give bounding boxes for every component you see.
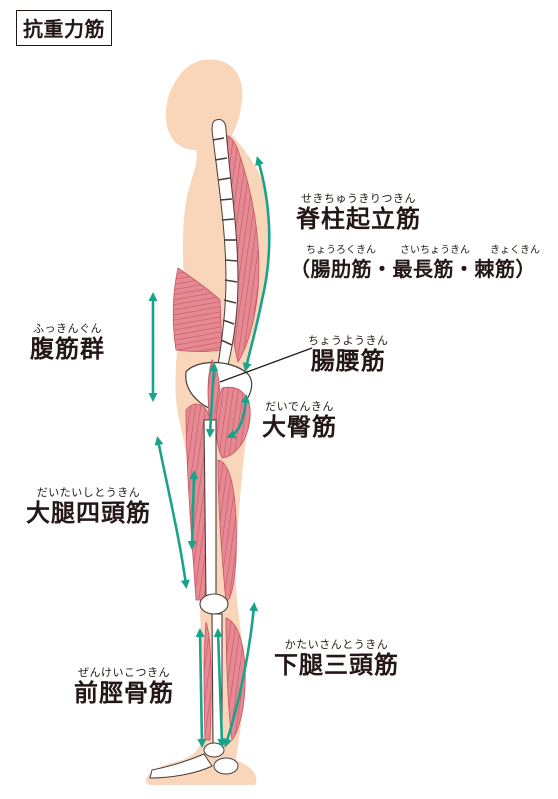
label-quadriceps: だいたいしとうきん 大腿四頭筋 [26,486,151,527]
ruby-iliopsoas: ちょうようきん [308,334,389,347]
label-iliopsoas: ちょうようきん 腸腰筋 [308,334,389,375]
arrow-gluteus [226,394,250,439]
ruby-row-subgroups: ちょうろくきん さいちょうきん きょくきん [290,244,540,257]
label-erector-subgroups: ちょうろくきん さいちょうきん きょくきん （腸肋筋・最長筋・棘筋） [290,244,540,281]
ruby-gluteus: だいでんきん [265,400,334,413]
name-gluteus: 大臀筋 [262,413,337,441]
name-abdominal: 腹筋群 [30,335,105,363]
gluteus-maximus-muscle [215,386,251,459]
ruby-quadriceps: だいたいしとうきん [36,486,141,499]
vertebrae [212,137,238,346]
abdominal-muscle [172,267,223,352]
name-erector-subgroups: （腸肋筋・最長筋・棘筋） [290,257,536,281]
arrow-erector [242,156,271,372]
femur [203,419,217,601]
name-erector-spinae: 脊柱起立筋 [296,205,421,233]
label-tibialis-anterior: ぜんけいこつきん 前脛骨筋 [74,666,174,707]
arrow-triceps-surae [223,602,259,748]
arrow-tibialis-short [213,628,227,748]
arrows [148,156,271,748]
ruby-iliocostalis: ちょうろくきん [306,245,376,256]
foot-bones [149,742,239,779]
ruby-triceps-surae: かたいさんとうきん [284,638,389,651]
knee-joint [199,593,229,615]
label-gluteus: だいでんきん 大臀筋 [262,400,337,441]
name-triceps-surae: 下腿三頭筋 [274,651,399,679]
label-erector-spinae: せきちゅうきりつきん 脊柱起立筋 [296,192,421,233]
hamstring-muscle [217,459,237,603]
label-abdominal: ふっきんぐん 腹筋群 [30,322,105,363]
arrow-tibialis-long [195,628,207,748]
page-title: 抗重力筋 [16,10,112,46]
ruby-abdominal: ふっきんぐん [33,322,102,335]
name-iliopsoas: 腸腰筋 [310,347,386,375]
ruby-erector-spinae: せきちゅうきりつきん [300,192,417,205]
ruby-spinalis: きょくきん [490,245,540,256]
arrow-quadriceps [154,436,190,589]
iliopsoas-leader-line [219,347,313,383]
label-triceps-surae: かたいさんとうきん 下腿三頭筋 [274,638,399,679]
arrow-iliopsoas [205,362,219,438]
ruby-tibialis-anterior: ぜんけいこつきん [78,666,170,679]
name-quadriceps: 大腿四頭筋 [26,499,151,527]
name-tibialis-anterior: 前脛骨筋 [74,679,174,707]
arrow-hamstring [187,470,199,550]
ruby-longissimus: さいちょうきん [400,245,470,256]
